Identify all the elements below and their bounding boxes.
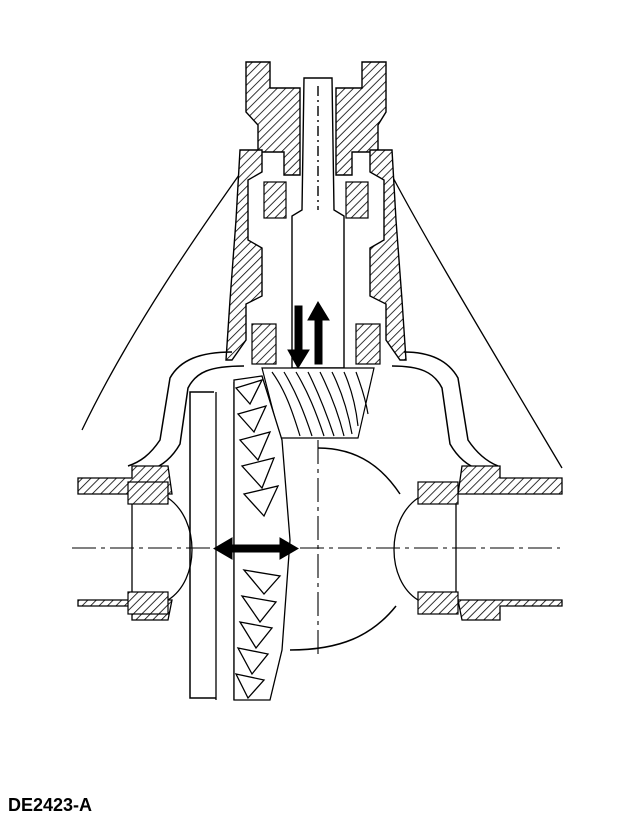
figure-code-label: DE2423-A	[8, 795, 93, 815]
ring-gear	[215, 375, 291, 701]
carrier-bearings	[127, 481, 459, 615]
pinion-axial-arrows	[287, 301, 330, 369]
carrier-neck	[225, 149, 407, 361]
down-arrow-icon	[287, 305, 310, 369]
pinion-bearings	[251, 181, 381, 365]
ring-gear-axial-arrows	[213, 537, 299, 560]
pinion-flange	[245, 61, 387, 176]
carrier-housing	[127, 351, 499, 699]
right-arrow-icon	[279, 537, 299, 560]
pinion-gear	[261, 367, 375, 439]
up-arrow-icon	[307, 301, 330, 365]
axle-centerline	[72, 440, 560, 654]
envelope-curves	[81, 167, 563, 469]
left-arrow-icon	[213, 537, 233, 560]
